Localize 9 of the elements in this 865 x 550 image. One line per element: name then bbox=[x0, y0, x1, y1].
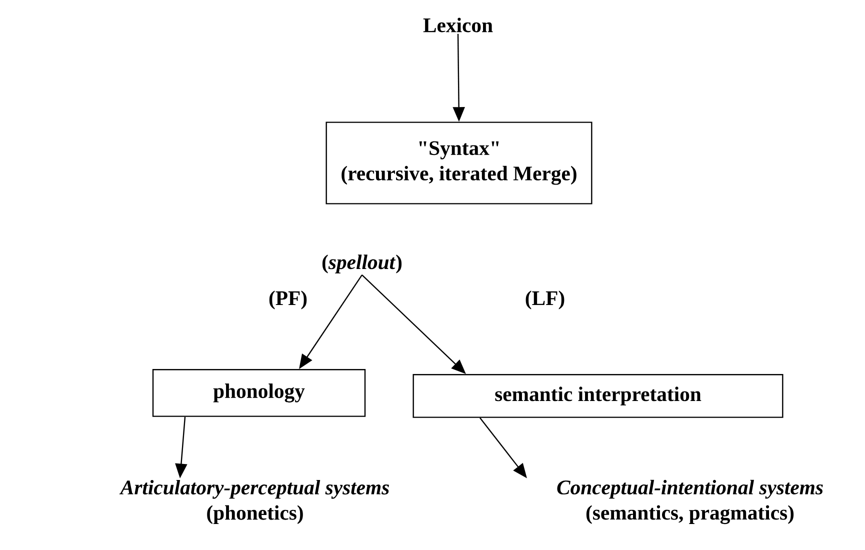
process-box: semantic interpretation bbox=[412, 374, 784, 418]
node-text: (spellout) bbox=[322, 254, 402, 274]
branch-label: (PF) bbox=[269, 290, 307, 310]
node-text: Lexicon bbox=[423, 18, 493, 32]
process-box: "Syntax" (recursive, iterated Merge) bbox=[326, 122, 592, 204]
node-text: Conceptual-intentional systems (semantics, pragmatics) bbox=[557, 480, 823, 524]
branch-label: (LF) bbox=[526, 290, 564, 310]
node-text: Articulatory-perceptual systems (phonetics) bbox=[119, 480, 389, 524]
process-box: phonology bbox=[152, 369, 366, 417]
